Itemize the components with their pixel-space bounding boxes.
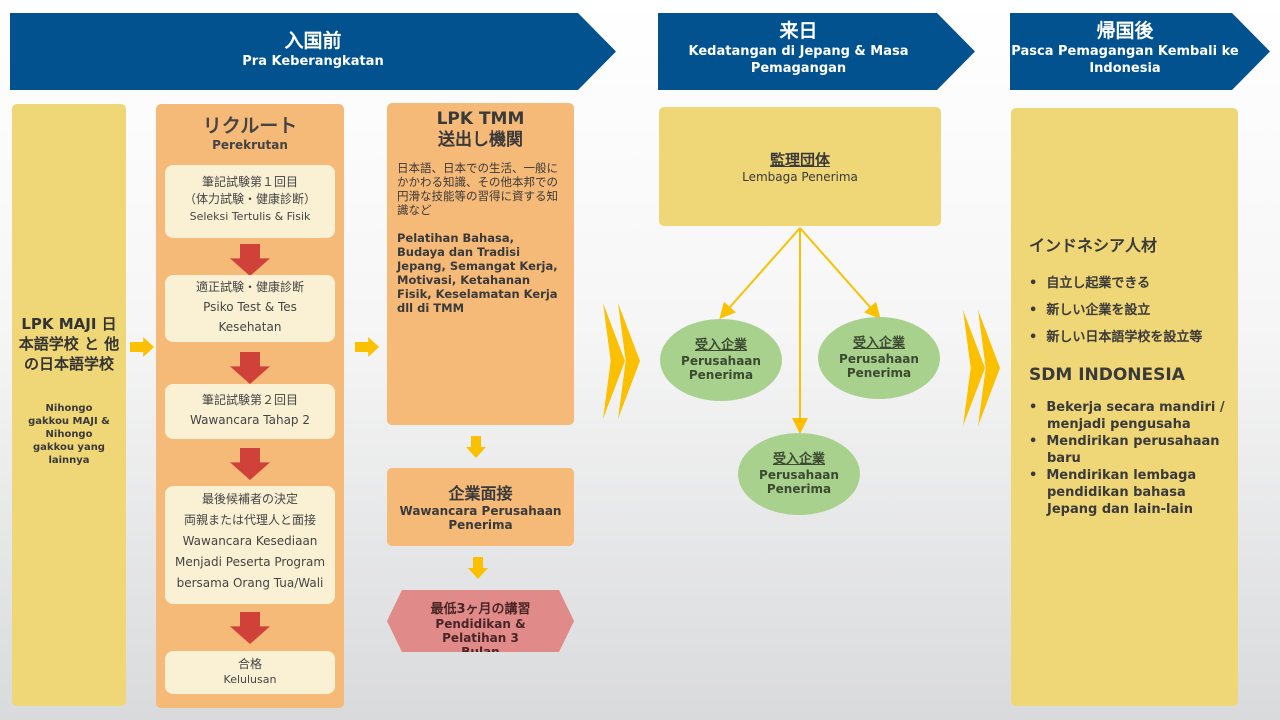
list-item: • Bekerja secara mandiri / menjadi pengu… — [1029, 400, 1225, 432]
lpk-title: LPK TMM — [436, 109, 525, 129]
recruit-title: リクルート — [202, 115, 298, 137]
recruit-step-4: 最後候補者の決定 両親または代理人と面接 Wawancara Kesediaan… — [165, 486, 335, 604]
step-text: Psiko Test & Tes Kesehatan — [203, 300, 297, 334]
phase-title-id: Kedatangan di Jepang & Masa Pemagangan — [688, 44, 909, 76]
after-list-id: • Bekerja secara mandiri / menjadi pengu… — [1029, 399, 1230, 518]
step-text: 筆記試験第２回目 — [201, 393, 298, 407]
step-text: （体力試験・健康診断） — [183, 192, 316, 206]
recruit-column: リクルート Perekrutan 筆記試験第１回目 （体力試験・健康診断） Se… — [156, 104, 344, 708]
lpk-desc-id: Pelatihan Bahasa, Budaya dan Tradisi Jep… — [397, 231, 558, 315]
phase-title-jp: 帰国後 — [1096, 20, 1154, 42]
step-text: Seleksi Tertulis & Fisik — [189, 210, 311, 223]
recruit-step-1: 筆記試験第１回目 （体力試験・健康診断） Seleksi Tertulis & … — [165, 165, 335, 238]
school-box: LPK MAJI 日本語学校 と 他の日本語学校 Nihongo gakkou … — [12, 104, 126, 706]
list-item: • 新しい日本語学校を設立等 — [1029, 330, 1203, 345]
training-sub: Pendidikan & Pelatihan 3 Bulan — [435, 617, 526, 659]
company-title: 受入企業 — [694, 338, 747, 353]
phase-title-jp: 来日 — [779, 20, 818, 42]
recruit-step-5: 合格 Kelulusan — [165, 651, 335, 694]
list-item: • Mendirikan perusahaan baru — [1029, 434, 1220, 466]
supervisor-box: 監理団体 Lembaga Penerima — [659, 107, 941, 226]
lpk-tmm-box: LPK TMM 送出し機関 日本語、日本での生活、一般にかかわる知識、その他本邦… — [387, 103, 574, 425]
training-title: 最低3ヶ月の講習 — [430, 602, 531, 617]
interview-title: 企業面接 — [448, 484, 513, 503]
after-title-jp: インドネシア人材 — [1029, 236, 1158, 255]
list-item: • 新しい企業を設立 — [1029, 303, 1151, 318]
recruit-step-3: 筆記試験第２回目 Wawancara Tahap 2 — [165, 384, 335, 439]
step-text: 筆記試験第１回目 — [201, 175, 298, 189]
supervisor-sub: Lembaga Penerima — [742, 170, 858, 184]
step-text: Kelulusan — [223, 673, 277, 686]
training-box: 最低3ヶ月の講習 Pendidikan & Pelatihan 3 Bulan — [387, 590, 574, 652]
recruit-subtitle: Perekrutan — [212, 138, 288, 152]
list-item: • 自立し起業できる — [1029, 276, 1151, 291]
step-text: Wawancara Kesediaan Menjadi Peserta Prog… — [174, 534, 326, 590]
list-item: • Mendirikan lembaga pendidikan bahasa J… — [1029, 468, 1197, 517]
company-title: 受入企業 — [852, 336, 905, 351]
company-title: 受入企業 — [772, 452, 825, 467]
company-sub: Perusahaan Penerima — [681, 354, 761, 382]
company-interview-box: 企業面接 Wawancara Perusahaan Penerima — [387, 468, 574, 546]
arrow-down-icon — [468, 557, 488, 579]
receiving-company-3: 受入企業 Perusahaan Penerima — [738, 433, 860, 515]
arrow-down-icon — [466, 436, 486, 458]
lpk-title-jp: 送出し機関 — [438, 130, 523, 150]
step-text: Wawancara Tahap 2 — [190, 413, 310, 427]
phase-banner-pre-departure: 入国前 Pra Keberangkatan — [10, 13, 616, 90]
arrow-right-icon — [130, 337, 154, 357]
step-text: 両親または代理人と面接 — [183, 513, 316, 527]
company-sub: Perusahaan Penerima — [839, 352, 919, 380]
after-return-box: インドネシア人材 • 自立し起業できる • 新しい企業を設立 • 新しい日本語学… — [1011, 108, 1238, 706]
phase-title-jp: 入国前 — [284, 30, 342, 52]
phase-title-id: Pasca Pemagangan Kembali ke Indonesia — [1011, 44, 1239, 76]
phase-banner-after-return: 帰国後 Pasca Pemagangan Kembali ke Indonesi… — [1010, 13, 1270, 90]
company-sub: Perusahaan Penerima — [759, 468, 839, 496]
after-list-jp: • 自立し起業できる • 新しい企業を設立 • 新しい日本語学校を設立等 — [1029, 270, 1230, 351]
lpk-desc-jp: 日本語、日本での生活、一般にかかわる知識、その他本邦での円滑な技能等の習得に資す… — [397, 161, 558, 217]
interview-sub: Wawancara Perusahaan Penerima — [399, 504, 562, 532]
school-subtitle: Nihongo gakkou MAJI & Nihongo gakkou yan… — [28, 403, 110, 466]
receiving-company-1: 受入企業 Perusahaan Penerima — [660, 319, 782, 401]
school-title: LPK MAJI 日本語学校 と 他の日本語学校 — [18, 315, 120, 373]
step-text: 適正試験・健康診断 — [195, 280, 304, 294]
step-text: 最後候補者の決定 — [201, 492, 298, 506]
recruit-step-2: 適正試験・健康診断 Psiko Test & Tes Kesehatan — [165, 275, 335, 342]
phase-banner-in-japan: 来日 Kedatangan di Jepang & Masa Pemaganga… — [658, 13, 975, 90]
after-title-id: SDM INDONESIA — [1029, 365, 1185, 385]
arrow-right-icon — [355, 337, 379, 357]
step-text: 合格 — [237, 657, 262, 671]
supervisor-title: 監理団体 — [769, 151, 830, 169]
phase-title-id: Pra Keberangkatan — [242, 54, 384, 69]
receiving-company-2: 受入企業 Perusahaan Penerima — [818, 317, 940, 399]
